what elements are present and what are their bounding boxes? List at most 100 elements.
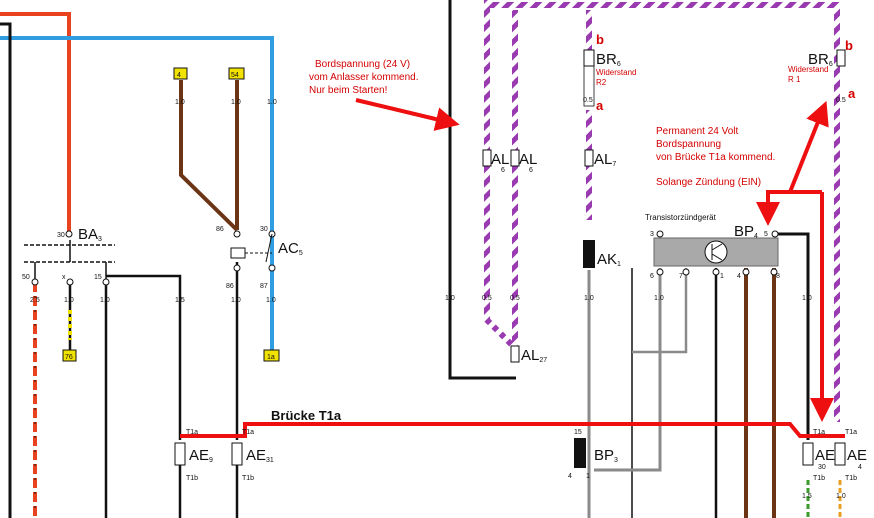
svg-text:3: 3 <box>650 231 654 238</box>
ba3-label: BA3 <box>78 226 102 243</box>
svg-text:T1b: T1b <box>242 475 254 482</box>
bp3-label: BP3 <box>594 447 618 464</box>
pin-labels: 30 50 x 15 86 30 86 87 3 5 6 7 1 4 8 T1a… <box>22 226 857 482</box>
svg-text:R 1: R 1 <box>788 75 801 84</box>
svg-text:Bordspannung (24 V): Bordspannung (24 V) <box>315 59 410 70</box>
terminal-76: 76 <box>65 354 73 361</box>
al6a-label: AL <box>491 151 509 168</box>
svg-text:1.0: 1.0 <box>836 493 846 500</box>
svg-text:0.5: 0.5 <box>583 97 593 104</box>
svg-text:4: 4 <box>737 273 741 280</box>
svg-text:T1b: T1b <box>845 475 857 482</box>
svg-text:4: 4 <box>858 464 862 471</box>
device-title: Transistorzündgerät <box>645 213 717 222</box>
left-wires <box>0 12 274 518</box>
svg-text:8: 8 <box>776 273 780 280</box>
al7-label: AL7 <box>594 151 616 168</box>
svg-text:30: 30 <box>260 226 268 233</box>
svg-text:6: 6 <box>529 167 533 174</box>
svg-text:1.0: 1.0 <box>231 297 241 304</box>
svg-text:1.0: 1.0 <box>584 295 594 302</box>
svg-text:4: 4 <box>568 473 572 480</box>
svg-text:von Brücke T1a kommend.: von Brücke T1a kommend. <box>656 152 775 163</box>
ae31-label: AE31 <box>246 447 274 464</box>
svg-text:6: 6 <box>501 167 505 174</box>
al27-label: AL27 <box>521 347 547 364</box>
svg-text:Nur beim Starten!: Nur beim Starten! <box>309 85 387 96</box>
bp4-label: BP4 <box>734 223 758 240</box>
svg-text:1.0: 1.0 <box>267 99 277 106</box>
svg-text:7: 7 <box>679 273 683 280</box>
svg-text:50: 50 <box>22 274 30 281</box>
svg-text:1.5: 1.5 <box>175 297 185 304</box>
coil-ak1 <box>583 240 595 268</box>
svg-text:6: 6 <box>650 273 654 280</box>
svg-text:1.0: 1.0 <box>175 99 185 106</box>
ae9-label: AE9 <box>189 447 213 464</box>
svg-text:T1a: T1a <box>813 429 825 436</box>
svg-text:Bordspannung: Bordspannung <box>656 139 721 150</box>
svg-text:a: a <box>848 86 856 101</box>
svg-text:1.0: 1.0 <box>64 297 74 304</box>
svg-text:1.0: 1.0 <box>445 295 455 302</box>
terminal-boxes <box>62 67 280 362</box>
svg-text:15: 15 <box>94 274 102 281</box>
ac5-label: AC5 <box>278 240 303 257</box>
svg-text:86: 86 <box>216 226 224 233</box>
svg-text:1.0: 1.0 <box>654 295 664 302</box>
svg-text:T1a: T1a <box>186 429 198 436</box>
ak1-label: AK1 <box>597 251 621 268</box>
svg-text:30: 30 <box>57 232 65 239</box>
terminal-1a: 1a <box>267 354 275 361</box>
svg-text:1.0: 1.0 <box>231 99 241 106</box>
red-highlights <box>180 98 845 438</box>
svg-text:T1b: T1b <box>813 475 825 482</box>
svg-text:Brücke T1a: Brücke T1a <box>271 408 342 423</box>
svg-text:87: 87 <box>260 283 268 290</box>
grey-wires <box>587 232 842 518</box>
black-starter-wire <box>448 0 516 380</box>
svg-text:Widerstand: Widerstand <box>788 65 828 74</box>
svg-text:1.0: 1.0 <box>802 295 812 302</box>
svg-text:T1b: T1b <box>186 475 198 482</box>
al6b-label: AL <box>519 151 537 168</box>
fuses-al6 <box>482 149 594 167</box>
br6r-label: BR6 <box>808 51 833 68</box>
relay-wires <box>179 80 274 440</box>
svg-text:Permanent 24 Volt: Permanent 24 Volt <box>656 126 738 137</box>
svg-text:86: 86 <box>226 283 234 290</box>
fuse-al27 <box>510 345 520 363</box>
svg-text:1: 1 <box>720 273 724 280</box>
annotations: Bordspannung (24 V) vom Anlasser kommend… <box>271 32 856 423</box>
svg-text:a: a <box>596 98 604 113</box>
svg-text:5: 5 <box>764 231 768 238</box>
svg-text:2.5: 2.5 <box>30 297 40 304</box>
terminal-54: 54 <box>231 72 239 79</box>
wire-size-labels: 1.0 1.0 1.0 2.5 1.0 1.0 1.5 1.0 1.0 1.0 … <box>30 97 846 500</box>
svg-text:R2: R2 <box>596 78 607 87</box>
ae30-label: AE <box>815 447 835 464</box>
svg-text:vom Anlasser kommend.: vom Anlasser kommend. <box>309 72 419 83</box>
svg-text:Widerstand: Widerstand <box>596 68 636 77</box>
terminal-4: 4 <box>177 72 181 79</box>
svg-text:T1a: T1a <box>845 429 857 436</box>
svg-text:1.0: 1.0 <box>266 297 276 304</box>
svg-text:Solange Zündung (EIN): Solange Zündung (EIN) <box>656 177 761 188</box>
svg-text:1.0: 1.0 <box>100 297 110 304</box>
svg-text:b: b <box>596 32 604 47</box>
transistor-ignition-unit <box>653 230 779 276</box>
br6-label: BR6 <box>596 51 621 68</box>
svg-text:0.5: 0.5 <box>482 295 492 302</box>
ignition-switch-ba3 <box>24 230 115 286</box>
svg-text:1: 1 <box>586 473 590 480</box>
svg-text:x: x <box>62 274 66 281</box>
resistor-br6-right <box>836 49 846 67</box>
resistor-br6 <box>583 49 595 67</box>
svg-text:30: 30 <box>818 464 826 471</box>
svg-text:15: 15 <box>574 429 582 436</box>
svg-text:0.5: 0.5 <box>836 97 846 104</box>
svg-text:0.5: 0.5 <box>510 295 520 302</box>
svg-text:b: b <box>845 38 853 53</box>
